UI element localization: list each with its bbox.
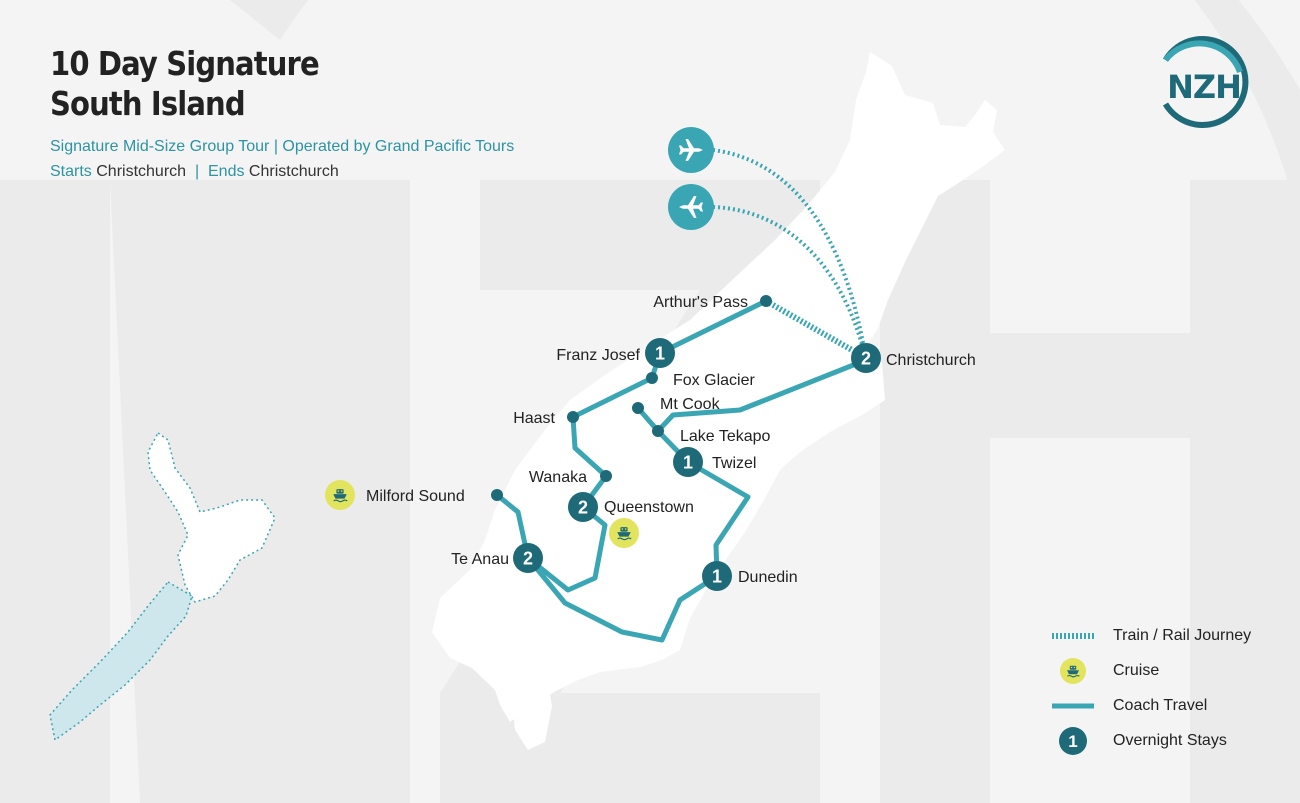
overnight-badge-icon: 1 xyxy=(1059,727,1087,755)
ship-icon xyxy=(1060,658,1086,684)
svg-text:1: 1 xyxy=(683,453,693,473)
starts-label: Starts xyxy=(50,163,92,180)
label-arthurs-pass: Arthur's Pass xyxy=(653,294,748,311)
label-twizel: Twizel xyxy=(712,455,756,472)
south-island-mini xyxy=(49,581,193,742)
stop-dot-mt-cook xyxy=(632,402,644,414)
label-queenstown: Queenstown xyxy=(604,499,694,516)
svg-text:2: 2 xyxy=(578,498,588,518)
rail-line xyxy=(764,298,868,361)
stop-dot-lake-tekapo xyxy=(652,425,664,437)
coach-route-east xyxy=(655,357,869,434)
svg-text:NZH: NZH xyxy=(1167,68,1241,106)
coach-line-icon xyxy=(1052,703,1094,709)
rail-line-icon xyxy=(1052,633,1094,639)
stay-badge-te-anau[interactable]: 2 xyxy=(513,543,543,573)
label-lake-tekapo: Lake Tekapo xyxy=(680,428,771,445)
map-legend: Train / Rail Journey Cruise Coach Travel… xyxy=(1050,622,1290,762)
stop-dot-fox-glacier xyxy=(646,372,658,384)
stay-badge-queenstown[interactable]: 2 xyxy=(568,492,598,522)
label-christchurch: Christchurch xyxy=(886,352,976,369)
stay-badge-franz-josef[interactable]: 1 xyxy=(645,338,675,368)
stay-badge-christchurch[interactable]: 2 xyxy=(851,343,881,373)
label-franz-josef: Franz Josef xyxy=(556,347,640,364)
label-milford-sound: Milford Sound xyxy=(366,488,465,505)
label-mt-cook: Mt Cook xyxy=(660,396,721,413)
svg-text:2: 2 xyxy=(861,349,871,369)
legend-item-cruise: Cruise xyxy=(1050,657,1290,692)
svg-text:1: 1 xyxy=(1068,732,1077,751)
flight-icon-2[interactable] xyxy=(668,184,714,230)
page-title: 10 Day Signature South Island xyxy=(50,44,320,124)
svg-text:2: 2 xyxy=(523,549,533,569)
label-haast: Haast xyxy=(513,410,555,427)
flight-arc-1 xyxy=(712,148,868,361)
stop-dot-haast xyxy=(567,411,579,423)
plane-icon xyxy=(679,139,703,161)
nzh-logo-icon: NZH xyxy=(1162,36,1249,128)
label-fox-glacier: Fox Glacier xyxy=(673,372,755,389)
legend-item-coach: Coach Travel xyxy=(1050,692,1290,727)
plane-icon xyxy=(679,196,703,218)
stop-dot-milford-sound xyxy=(491,489,503,501)
north-island-outline xyxy=(147,431,276,603)
label-dunedin: Dunedin xyxy=(738,569,798,586)
cruise-marker-queenstown[interactable] xyxy=(609,518,639,548)
separator: | xyxy=(194,163,200,180)
cruise-marker-milford-sound[interactable] xyxy=(325,480,355,510)
tour-subtitle: Signature Mid-Size Group Tour | Operated… xyxy=(50,138,515,155)
page-title-line-2: South Island xyxy=(50,84,246,123)
flight-icon-1[interactable] xyxy=(668,127,714,173)
nz-overview-mini-map xyxy=(49,431,276,742)
legend-item-rail: Train / Rail Journey xyxy=(1050,622,1290,657)
stay-badge-dunedin[interactable]: 1 xyxy=(702,561,732,591)
stop-dot-arthurs-pass xyxy=(760,295,772,307)
svg-text:1: 1 xyxy=(655,344,665,364)
stop-dot-wanaka xyxy=(600,470,612,482)
svg-text:1: 1 xyxy=(712,567,722,587)
start-end-info: Starts Christchurch | Ends Christchurch xyxy=(50,163,339,181)
label-wanaka: Wanaka xyxy=(529,469,587,486)
south-island-landmass xyxy=(432,52,1005,750)
label-te-anau: Te Anau xyxy=(451,551,509,568)
legend-item-stay: 1 Overnight Stays xyxy=(1050,727,1290,762)
page-title-line-1: 10 Day Signature xyxy=(50,44,320,83)
start-city: Christchurch xyxy=(96,163,187,180)
ends-label: Ends xyxy=(208,163,245,180)
stay-badge-twizel[interactable]: 1 xyxy=(673,447,703,477)
end-city: Christchurch xyxy=(248,163,339,180)
